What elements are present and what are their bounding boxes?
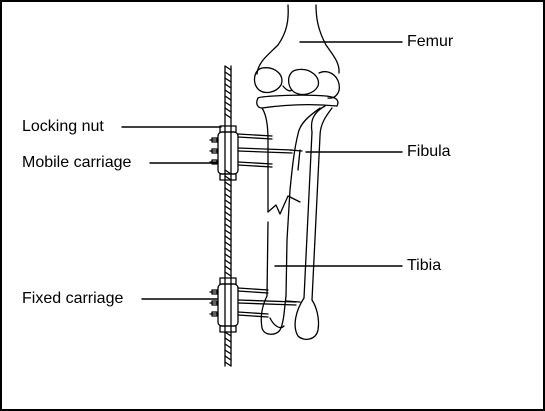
label-fixed-carriage: Fixed carriage <box>22 290 124 307</box>
mobile-carriage-part <box>209 125 239 181</box>
femur-bone <box>253 4 340 99</box>
threaded-rod <box>224 65 232 367</box>
lower-pins <box>237 287 301 318</box>
upper-pins <box>237 133 303 168</box>
tibia-bone <box>260 107 321 335</box>
leader-lines <box>121 41 403 300</box>
label-tibia: Tibia <box>407 257 442 274</box>
fixed-carriage-part <box>209 277 239 333</box>
label-locking-nut: Locking nut <box>22 118 104 135</box>
label-femur: Femur <box>407 33 454 50</box>
label-fibula: Fibula <box>407 143 451 160</box>
label-mobile-carriage: Mobile carriage <box>22 154 132 171</box>
fibula-bone <box>294 105 333 341</box>
knee-joint <box>256 94 339 109</box>
